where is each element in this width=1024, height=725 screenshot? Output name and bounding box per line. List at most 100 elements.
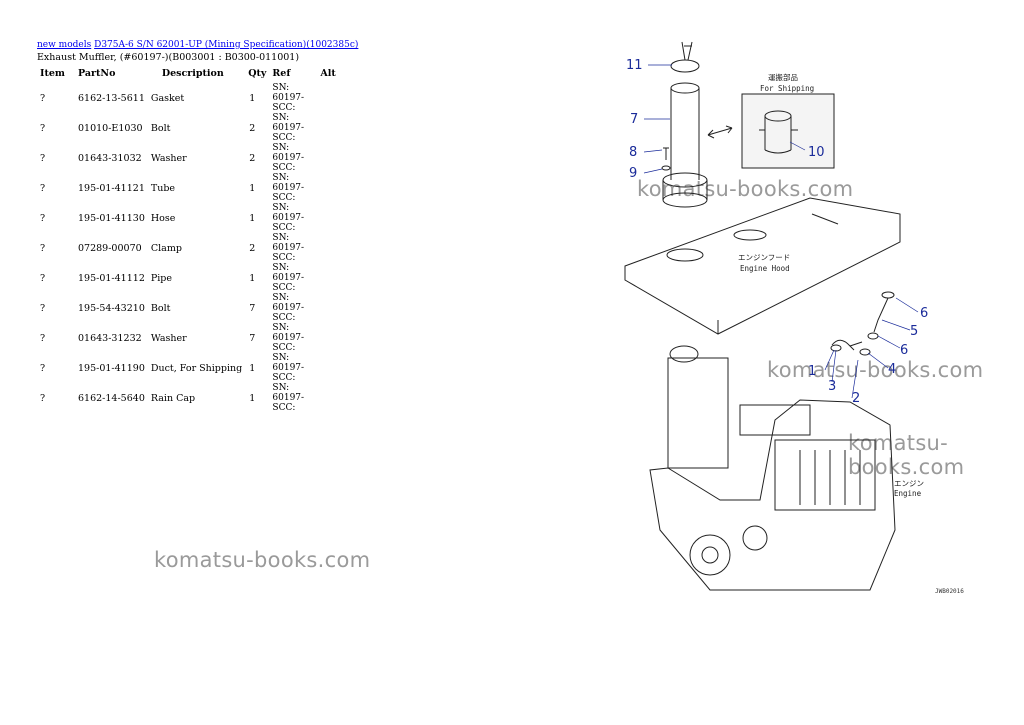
cell-qty: 1 xyxy=(249,92,256,104)
cell-item: ? xyxy=(40,392,46,404)
cell-item: ? xyxy=(40,362,46,374)
engine-label-en: Engine xyxy=(894,489,922,498)
exploded-parts-diagram: 運搬部品 For Shipping エンジンフード Engine Hood エン… xyxy=(624,41,928,591)
cell-partno: 01010-E1030 xyxy=(78,122,143,134)
cell-description: Tube xyxy=(150,182,176,194)
cell-ref: SN: 60197-SCC: xyxy=(272,113,305,143)
engine-block xyxy=(649,399,896,591)
cell-item: ? xyxy=(40,152,46,164)
table-row: ? 195-01-41121 Tube 1 SN: 60197-SCC: xyxy=(37,173,339,203)
cell-partno: 01643-31032 xyxy=(78,152,142,164)
cell-ref: SN: 60197-SCC: xyxy=(272,143,305,173)
cell-item: ? xyxy=(40,122,46,134)
cell-qty: 7 xyxy=(249,332,256,344)
callout-3: 3 xyxy=(828,379,836,394)
cell-item: ? xyxy=(40,242,46,254)
cell-alt xyxy=(317,203,338,233)
callout-6b: 6 xyxy=(900,343,908,358)
cell-alt xyxy=(317,143,338,173)
rain-cap xyxy=(670,59,700,73)
cell-qty: 1 xyxy=(249,392,256,404)
parts-table: Item PartNo Description Qty Ref Alt ?616… xyxy=(37,66,339,414)
header-description: Description xyxy=(161,67,224,79)
cell-ref: SN: 60197-SCC: xyxy=(272,353,305,383)
cell-alt xyxy=(317,173,338,203)
callout-8: 8 xyxy=(629,145,637,160)
shipping-box xyxy=(741,93,835,169)
cell-alt xyxy=(317,383,338,413)
cell-description: Bolt xyxy=(150,302,171,314)
shipping-label-en: For Shipping xyxy=(760,84,814,93)
hood-label-jp: エンジンフード xyxy=(738,253,790,262)
cell-qty: 2 xyxy=(249,152,256,164)
cell-item: ? xyxy=(40,212,46,224)
hood-label-en: Engine Hood xyxy=(740,264,790,273)
callout-11: 11 xyxy=(626,58,643,73)
shipping-label-jp: 運搬部品 xyxy=(768,72,798,82)
watermark: komatsu-books.com xyxy=(637,177,854,201)
callout-4: 4 xyxy=(888,362,896,377)
figure-id: JWB02016 xyxy=(935,588,964,595)
cell-partno: 6162-14-5640 xyxy=(78,392,145,404)
cell-description: Gasket xyxy=(150,92,185,104)
breadcrumb-link-new-models[interactable]: new models xyxy=(37,40,92,50)
breadcrumb: new models D375A-6 S/N 62001-UP (Mining … xyxy=(37,40,358,50)
cell-description: Pipe xyxy=(150,272,173,284)
cell-description: Duct, For Shipping xyxy=(150,362,243,374)
cell-partno: 195-01-41112 xyxy=(78,272,145,284)
cell-ref: SN: 60197-SCC: xyxy=(272,203,305,233)
header-ref: Ref xyxy=(272,67,291,79)
cell-item: ? xyxy=(40,302,46,314)
cell-partno: 195-01-41121 xyxy=(78,182,145,194)
table-row: ? 195-54-43210 Bolt 7 SN: 60197-SCC: xyxy=(37,293,339,323)
table-row: ? 07289-00070 Clamp 2 SN: 60197-SCC: xyxy=(37,233,339,263)
page-subtitle: Exhaust Muffler, (#60197-)(B003001 : B03… xyxy=(37,52,300,63)
cell-description: Hose xyxy=(150,212,176,224)
cell-ref: SN: 60197-SCC: xyxy=(272,323,305,353)
table-row: ? 195-01-41112 Pipe 1 SN: 60197-SCC: xyxy=(37,263,339,293)
cell-ref: SN: 60197-SCC: xyxy=(272,263,305,293)
cell-ref: SN: 60197-SCC: xyxy=(272,83,305,113)
cell-qty: 1 xyxy=(249,182,256,194)
cell-qty: 2 xyxy=(249,122,256,134)
cell-ref: SN: 60197-SCC: xyxy=(272,173,305,203)
cell-alt xyxy=(317,113,338,143)
cell-qty: 1 xyxy=(249,212,256,224)
cell-alt xyxy=(317,233,338,263)
cell-alt xyxy=(317,323,338,353)
cell-description: Bolt xyxy=(150,122,171,134)
cell-partno: 195-54-43210 xyxy=(78,302,145,314)
cell-description: Washer xyxy=(150,332,187,344)
callout-7: 7 xyxy=(630,112,638,127)
table-row: ? 01643-31032 Washer 2 SN: 60197-SCC: xyxy=(37,143,339,173)
cell-item: ? xyxy=(40,182,46,194)
watermark: komatsu-books.com xyxy=(154,548,371,572)
callout-2: 2 xyxy=(852,391,860,406)
callout-10: 10 xyxy=(808,145,825,160)
cell-ref: SN: 60197-SCC: xyxy=(272,233,305,263)
cell-description: Washer xyxy=(150,152,187,164)
engine-label-jp: エンジン xyxy=(894,479,924,488)
header-partno: PartNo xyxy=(78,67,116,79)
watermark: komatsu-books.com xyxy=(848,431,965,479)
cell-partno: 6162-13-5611 xyxy=(78,92,145,104)
cell-partno: 07289-00070 xyxy=(78,242,142,254)
cell-qty: 2 xyxy=(249,242,256,254)
cell-qty: 1 xyxy=(249,272,256,284)
cell-qty: 7 xyxy=(249,302,256,314)
cell-partno: 195-01-41190 xyxy=(78,362,145,374)
header-item: Item xyxy=(40,67,65,79)
cell-ref: SN: 60197-SCC: xyxy=(272,293,305,323)
cell-description: Clamp xyxy=(150,242,182,254)
breadcrumb-link-model[interactable]: D375A-6 S/N 62001-UP (Mining Specificati… xyxy=(94,40,359,50)
cell-alt xyxy=(317,83,338,113)
table-row: ? 01010-E1030 Bolt 2 SN: 60197-SCC: xyxy=(37,113,339,143)
cell-item: ? xyxy=(40,272,46,284)
header-alt: Alt xyxy=(320,67,336,79)
muffler xyxy=(667,357,729,469)
watermark: komatsu-books.com xyxy=(767,358,984,382)
